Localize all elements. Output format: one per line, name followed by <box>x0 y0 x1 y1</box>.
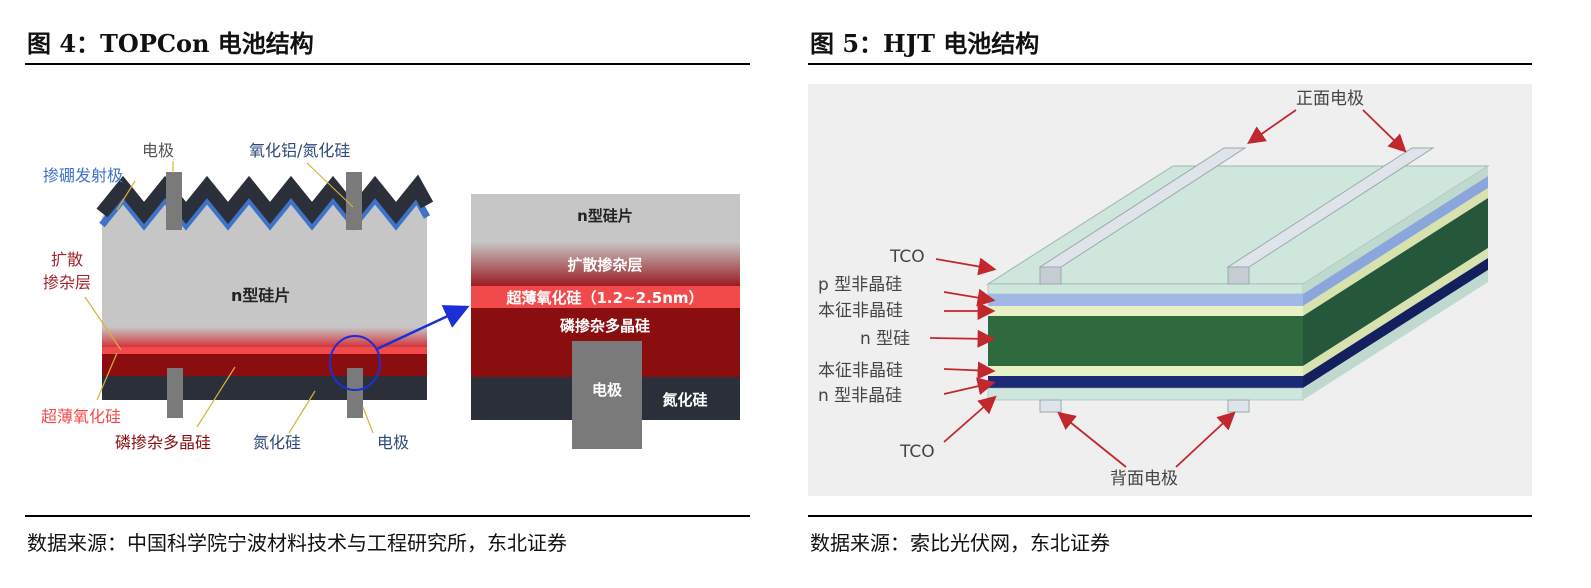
label-i-asi-top: 本征非晶硅 <box>818 301 903 321</box>
hjt-arrows <box>929 109 1407 468</box>
label-tunnel-oxide: 超薄氧化硅 <box>41 407 121 426</box>
sin-bottom-layer <box>102 376 427 400</box>
source-rule <box>25 515 750 517</box>
source-rule <box>808 515 1532 517</box>
zoom-label-wafer: n型硅片 <box>577 207 633 225</box>
poly-si-layer <box>102 354 427 376</box>
label-boron-emitter: 掺硼发射极 <box>43 166 123 185</box>
wafer-body <box>102 191 427 345</box>
front-electrode-left <box>166 172 182 230</box>
title-rule <box>25 63 750 65</box>
label-front-electrode: 正面电极 <box>1296 89 1364 109</box>
topcon-source-note: 数据来源：中国科学院宁波材料技术与工程研究所，东北证券 <box>27 531 567 555</box>
label-passivation: 氧化铝/氮化硅 <box>249 141 350 160</box>
label-wafer: n型硅片 <box>231 286 290 305</box>
hjt-block <box>986 147 1490 413</box>
label-diffusion-line2: 掺杂层 <box>43 273 91 292</box>
label-tco-top: TCO <box>889 247 925 267</box>
label-electrode-bottom: 电极 <box>377 433 409 452</box>
label-n-si: n 型硅 <box>860 329 910 349</box>
topcon-zoom-panel: n型硅片 扩散掺杂层 超薄氧化硅（1.2~2.5nm） 磷掺杂多晶硅 电极 氮化… <box>471 194 740 449</box>
rear-electrode-left <box>167 368 183 418</box>
hjt-diagram: 正面电极 TCO p 型非晶硅 本征非晶硅 n 型硅 本征非晶硅 n 型非晶硅 … <box>808 84 1532 496</box>
zoom-circle <box>329 335 381 391</box>
diffusion-layer <box>102 327 427 347</box>
rear-electrode-right <box>347 368 363 418</box>
front-electrode-right <box>346 172 362 230</box>
zoom-label-sin: 氮化硅 <box>662 391 707 409</box>
label-sin: 氮化硅 <box>253 433 301 452</box>
zoom-label-diffusion: 扩散掺杂层 <box>567 256 642 274</box>
label-poly-si: 磷掺杂多晶硅 <box>115 433 211 452</box>
topcon-figure-title: 图 4：TOPCon 电池结构 <box>27 29 314 58</box>
topcon-cross-section <box>96 172 470 418</box>
leader-lines <box>84 161 374 434</box>
label-n-asi: n 型非晶硅 <box>818 386 902 406</box>
zoom-label-poly-si: 磷掺杂多晶硅 <box>560 317 650 335</box>
boron-emitter-layer <box>99 192 431 231</box>
label-p-asi: p 型非晶硅 <box>818 275 902 295</box>
label-diffusion-line1: 扩散 <box>51 250 83 269</box>
hjt-figure-title: 图 5：HJT 电池结构 <box>810 29 1040 58</box>
zoom-arrow <box>376 305 470 351</box>
zoom-label-tunnel-oxide: 超薄氧化硅（1.2~2.5nm） <box>505 289 703 307</box>
label-tco-bottom: TCO <box>899 442 935 462</box>
label-electrode-top: 电极 <box>142 141 174 160</box>
topcon-diagram: 电极 氧化铝/氮化硅 掺硼发射极 扩散 掺杂层 n型硅片 超薄氧化硅 磷掺杂多晶… <box>41 141 740 452</box>
label-i-asi-bottom: 本征非晶硅 <box>818 361 903 381</box>
title-rule <box>808 63 1532 65</box>
back-electrode-2 <box>1227 399 1250 413</box>
tunnel-oxide-layer <box>102 347 427 354</box>
passivation-layer <box>96 174 434 225</box>
label-back-electrode: 背面电极 <box>1110 469 1178 489</box>
zoom-label-electrode: 电极 <box>592 381 623 399</box>
zoom-electrode <box>572 341 642 449</box>
hjt-source-note: 数据来源：索比光伏网，东北证券 <box>810 531 1110 555</box>
back-electrode-1 <box>1039 399 1062 413</box>
